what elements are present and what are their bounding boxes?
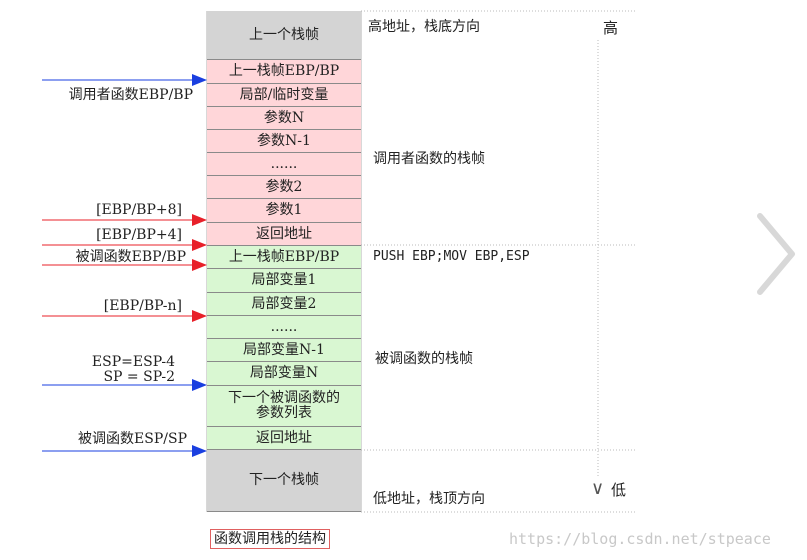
low-address-note: 低地址，栈顶方向 [373, 491, 485, 507]
stack-cell-13: 局部变量N-1 [207, 339, 361, 362]
stack-cell-12: ...... [207, 316, 361, 339]
stack-cell-1: 上一栈帧EBP/BP [207, 60, 361, 84]
stack-cell-8: 返回地址 [207, 223, 361, 246]
pointer-arrowhead-icon-2 [192, 239, 207, 251]
stack-cell-9: 上一栈帧EBP/BP [207, 246, 361, 269]
stack-cell-17: 下一个栈帧 [207, 450, 361, 512]
down-arrow-icon: ∨ [591, 478, 605, 499]
stack-cell-3: 参数N [207, 107, 361, 130]
pointer-label-3: 被调函数EBP/BP [75, 249, 186, 265]
pointer-arrowhead-icon-6 [192, 445, 207, 457]
pointer-label-1: [EBP/BP+8] [96, 202, 182, 218]
pointer-label-4: [EBP/BP-n] [103, 298, 182, 314]
pointer-arrowhead-icon-3 [192, 259, 207, 271]
watermark: https://blog.csdn.net/stpeace [509, 530, 771, 548]
push-ebp-note: PUSH EBP;MOV EBP,ESP [373, 249, 530, 264]
pointer-label-2: [EBP/BP+4] [96, 227, 182, 243]
stack-cell-15: 下一个被调函数的 参数列表 [207, 386, 361, 427]
high-direction-label: 高 [603, 19, 619, 37]
caller-frame-note: 调用者函数的栈帧 [373, 151, 485, 167]
stack-cell-7: 参数1 [207, 199, 361, 223]
stack-cell-14: 局部变量N [207, 362, 361, 386]
low-direction-label: 低 [611, 481, 627, 499]
stack-cell-5: ...... [207, 153, 361, 176]
pointer-label-6: 被调函数ESP/SP [78, 431, 187, 447]
pointer-label-5: ESP=ESP-4 SP = SP-2 [91, 354, 175, 385]
stack-cell-16: 返回地址 [207, 427, 361, 450]
pointer-arrowhead-icon-1 [192, 214, 207, 226]
stack-cell-4: 参数N-1 [207, 130, 361, 153]
high-address-note: 高地址，栈底方向 [368, 19, 480, 35]
callee-frame-note: 被调函数的栈帧 [375, 351, 473, 367]
next-chevron-icon[interactable] [750, 212, 798, 296]
pointer-arrowhead-icon-4 [192, 310, 207, 322]
stack-cell-11: 局部变量2 [207, 293, 361, 316]
pointer-label-0: 调用者函数EBP/BP [68, 87, 193, 103]
stack-cell-10: 局部变量1 [207, 269, 361, 293]
diagram-caption: 函数调用栈的结构 [210, 529, 330, 549]
stack-cell-6: 参数2 [207, 176, 361, 199]
stack-cell-0: 上一个栈帧 [207, 11, 361, 60]
stack-cell-2: 局部/临时变量 [207, 84, 361, 107]
pointer-arrowhead-icon-0 [192, 74, 207, 86]
pointer-arrowhead-icon-5 [192, 379, 207, 391]
